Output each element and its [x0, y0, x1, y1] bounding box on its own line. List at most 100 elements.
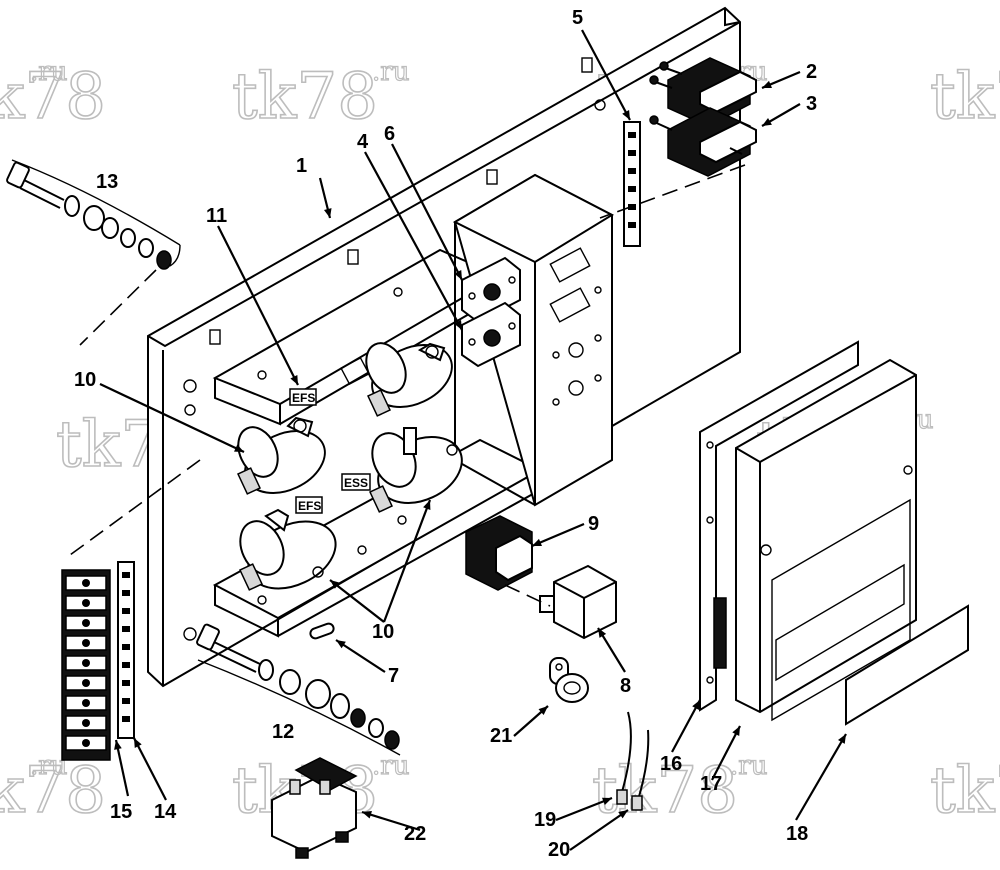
svg-text:tk78: tk78 — [592, 754, 738, 828]
svg-text:EFS: EFS — [292, 391, 315, 405]
leader-line — [569, 809, 629, 851]
strip-mark — [628, 168, 636, 174]
svg-text:ESS: ESS — [344, 476, 368, 490]
plate-18 — [845, 604, 969, 726]
leader-arrowhead — [622, 110, 630, 120]
leader-arrowhead — [423, 500, 431, 510]
rectifier-22 — [271, 757, 358, 859]
callout-7: 7 — [388, 665, 399, 687]
leader-arrowhead — [838, 734, 846, 744]
leader-arrowhead — [732, 726, 740, 736]
strip-mark — [122, 644, 130, 650]
leader-arrowhead — [762, 118, 772, 126]
callout-2: 2 — [806, 61, 817, 83]
terminal-screw — [82, 719, 90, 727]
solenoid-lower-left — [239, 508, 337, 591]
leader-arrowhead — [618, 810, 628, 819]
leader-arrowhead — [134, 738, 142, 748]
terminal-screw — [82, 579, 90, 587]
relay-9 — [465, 515, 533, 591]
tag-efs-1: EFS — [289, 388, 317, 406]
callout-3: 3 — [806, 93, 817, 115]
leader-line — [555, 796, 613, 822]
leader-line — [335, 639, 386, 673]
strip-mark — [628, 132, 636, 138]
svg-text:tk78: tk78 — [232, 60, 378, 134]
leader-dash — [504, 584, 551, 607]
callout-4: 4 — [357, 131, 369, 153]
strip-mark — [122, 572, 130, 578]
terminal-screw — [82, 639, 90, 647]
callout-16: 16 — [660, 753, 682, 775]
terminal-screw — [82, 679, 90, 687]
callout-18: 18 — [786, 823, 808, 845]
callout-17: 17 — [700, 773, 722, 795]
callout-1: 1 — [296, 155, 307, 177]
svg-text:tk78: tk78 — [0, 754, 106, 828]
terminal-screw — [82, 619, 90, 627]
callout-11: 11 — [206, 205, 227, 227]
terminal-screw — [82, 699, 90, 707]
svg-text:.ru: .ru — [372, 57, 409, 87]
leader-line — [382, 499, 432, 623]
terminal-board — [713, 597, 727, 669]
svg-text:.ru: .ru — [30, 57, 67, 87]
callout-10b: 10 — [372, 621, 394, 643]
bolt-stack-12 — [196, 623, 401, 756]
leader-line — [391, 143, 463, 281]
leader-line — [581, 29, 631, 121]
leader-arrowhead — [323, 208, 332, 218]
svg-text:tk78: tk78 — [930, 60, 1000, 134]
relay-8 — [539, 564, 617, 640]
leader-arrowhead — [290, 375, 298, 385]
leader-arrowhead — [114, 740, 122, 750]
strip-mark — [628, 150, 636, 156]
leader-arrowhead — [454, 270, 462, 280]
callout-9: 9 — [588, 513, 599, 535]
tag-efs-2: EFS — [295, 496, 323, 514]
callout-12: 12 — [272, 721, 294, 743]
leader-arrowhead — [336, 640, 346, 649]
callout-19: 19 — [534, 809, 556, 831]
terminal-strip-5 — [623, 121, 641, 247]
leader-arrowhead — [602, 797, 612, 805]
leader-arrowhead — [538, 706, 548, 716]
relay-2 — [649, 57, 757, 127]
wire-19 — [616, 711, 632, 805]
wire-20 — [631, 729, 650, 811]
svg-text:tk78: tk78 — [930, 754, 1000, 828]
marker-strip-14 — [117, 561, 135, 739]
strip-mark — [628, 186, 636, 192]
callout-13: 13 — [96, 171, 118, 193]
callout-10a: 10 — [74, 369, 96, 391]
svg-text:.ru: .ru — [372, 751, 409, 781]
terminal-screw — [82, 599, 90, 607]
terminal-block-15 — [61, 569, 111, 761]
leader-arrowhead — [234, 444, 244, 452]
tag-ess: ESS — [341, 473, 371, 491]
watermark: tk78.ru — [0, 750, 107, 828]
solenoid-upper-left — [237, 416, 326, 495]
terminal-screw — [82, 659, 90, 667]
callout-5: 5 — [572, 7, 583, 29]
leader-line — [364, 151, 463, 331]
strip-mark — [122, 716, 130, 722]
leader-arrowhead — [532, 538, 542, 546]
terminal-screw — [82, 739, 90, 747]
leader-line — [531, 522, 585, 548]
leader-dash — [599, 164, 746, 219]
watermark: tk78 — [929, 753, 1000, 829]
solenoid-upper-right — [365, 342, 453, 417]
relay-3 — [649, 107, 757, 177]
panel-window — [340, 356, 370, 386]
watermark: tk78.ru — [231, 56, 410, 134]
callout-20: 20 — [548, 839, 570, 861]
svg-text:tk78: tk78 — [0, 60, 106, 134]
watermark: tk78 — [929, 59, 1000, 135]
svg-text:.ru: .ru — [730, 751, 767, 781]
strip-mark — [122, 608, 130, 614]
leader-line — [217, 225, 299, 386]
circuit-breaker-4 — [461, 301, 521, 368]
leader-line — [795, 733, 847, 821]
